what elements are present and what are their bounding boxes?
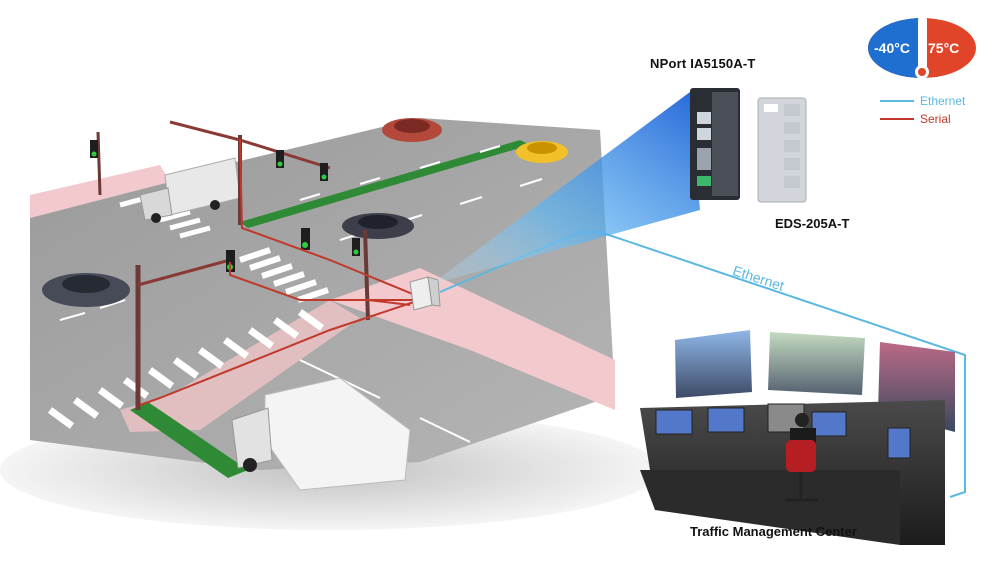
car-icon	[382, 118, 442, 142]
operator-icon	[785, 413, 818, 502]
traffic-light-icon	[352, 238, 360, 256]
traffic-light-icon	[301, 228, 310, 250]
serial-wiring	[139, 139, 421, 406]
legend-swatch	[880, 100, 914, 102]
truck-icon	[231, 377, 411, 491]
signal-pole-b	[135, 258, 231, 410]
car-icon	[516, 141, 568, 163]
nport-label: NPort IA5150A-T	[650, 56, 756, 71]
legend-item-ethernet: Ethernet	[880, 92, 965, 110]
temperature-badge: -40°C 75°C	[868, 18, 976, 78]
temp-high-label: 75°C	[928, 40, 960, 56]
eds-switch-device	[757, 97, 807, 203]
crosswalk-bottom	[47, 309, 325, 429]
legend-swatch	[880, 118, 914, 120]
median-bottom	[130, 402, 248, 478]
device-callout-beam	[430, 92, 700, 285]
car-icon	[342, 213, 414, 239]
nport-device	[690, 88, 740, 200]
legend: Ethernet Serial	[880, 92, 965, 128]
legend-item-serial: Serial	[880, 110, 965, 128]
temp-low-label: -40°C	[874, 40, 910, 56]
traffic-light-icon	[90, 140, 98, 158]
traffic-light-icon	[320, 163, 328, 181]
traffic-light-icon	[276, 150, 284, 168]
crosswalk-middle	[239, 247, 329, 303]
legend-label: Ethernet	[920, 94, 966, 108]
roadside-cabinet	[409, 276, 441, 311]
eds-label: EDS-205A-T	[775, 216, 850, 231]
car-icon	[42, 273, 130, 307]
video-feed-1	[675, 330, 752, 398]
median-top	[240, 140, 530, 228]
truck-icon	[139, 157, 241, 223]
tmc-label: Traffic Management Center	[690, 524, 857, 539]
control-desk	[640, 400, 945, 545]
legend-label: Serial	[920, 112, 951, 126]
thermometer-icon	[868, 16, 976, 79]
video-feed-2	[768, 332, 865, 395]
